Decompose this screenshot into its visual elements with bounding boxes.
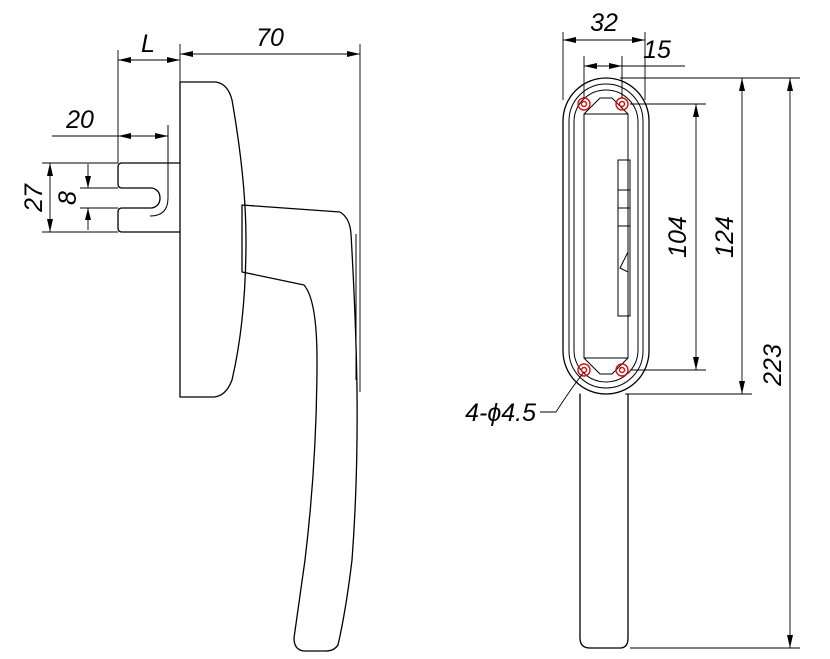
- arrow: [632, 37, 645, 43]
- side-view: 70 L 20 27 8: [20, 24, 361, 652]
- dim-label-8: 8: [54, 191, 82, 205]
- dim-label-l: L: [141, 30, 155, 58]
- arrow: [739, 381, 745, 394]
- dim-label-70: 70: [256, 24, 284, 52]
- screw-hole-bottom-right: [615, 363, 629, 377]
- front-view: 32 15 104 124 223 4-ϕ4.5: [465, 9, 800, 649]
- arrow: [118, 133, 131, 139]
- arrow: [118, 57, 131, 63]
- arrow: [563, 37, 576, 43]
- arrow: [693, 104, 699, 117]
- arrow: [693, 357, 699, 370]
- dim-label-27: 27: [20, 183, 48, 213]
- arrow: [609, 63, 622, 69]
- front-pocket: [583, 113, 629, 359]
- screw-hole-bottom-left: [577, 363, 591, 377]
- front-mechanism-slot: [617, 159, 631, 317]
- front-rosette-inner: [568, 83, 644, 389]
- holes-leader-line: [540, 371, 585, 413]
- dim-label-124: 124: [711, 216, 739, 258]
- side-spindle-fork: [117, 162, 181, 233]
- dim-label-20: 20: [65, 106, 94, 134]
- arrow: [47, 219, 53, 232]
- holes-note: 4-ϕ4.5: [465, 399, 536, 427]
- arrow: [167, 57, 180, 63]
- screw-hole-center: [618, 366, 626, 374]
- screw-hole-center: [580, 100, 588, 108]
- arrow: [787, 78, 793, 91]
- dim-label-104: 104: [664, 216, 692, 258]
- front-boss-bottom: [583, 357, 629, 375]
- dim-label-32: 32: [590, 9, 618, 37]
- arrow: [155, 133, 168, 139]
- arrow: [739, 78, 745, 91]
- arrow: [787, 635, 793, 648]
- arrow: [85, 176, 91, 188]
- front-handle-lever: [579, 393, 629, 649]
- side-spindle-tip: [149, 125, 169, 217]
- arrow: [347, 51, 360, 57]
- front-rosette-outer: [562, 77, 650, 395]
- side-handle-lever: [241, 204, 358, 652]
- arrow: [584, 63, 597, 69]
- arrow: [180, 51, 193, 57]
- side-base-plate: [179, 81, 247, 398]
- front-rosette-inset: [573, 89, 639, 383]
- arrow: [47, 163, 53, 176]
- screw-hole-center: [580, 366, 588, 374]
- screw-hole-center: [618, 100, 626, 108]
- dim-label-223: 223: [759, 344, 787, 387]
- arrow: [85, 208, 91, 220]
- slot-latch: [619, 251, 629, 273]
- dim-label-15: 15: [643, 36, 671, 64]
